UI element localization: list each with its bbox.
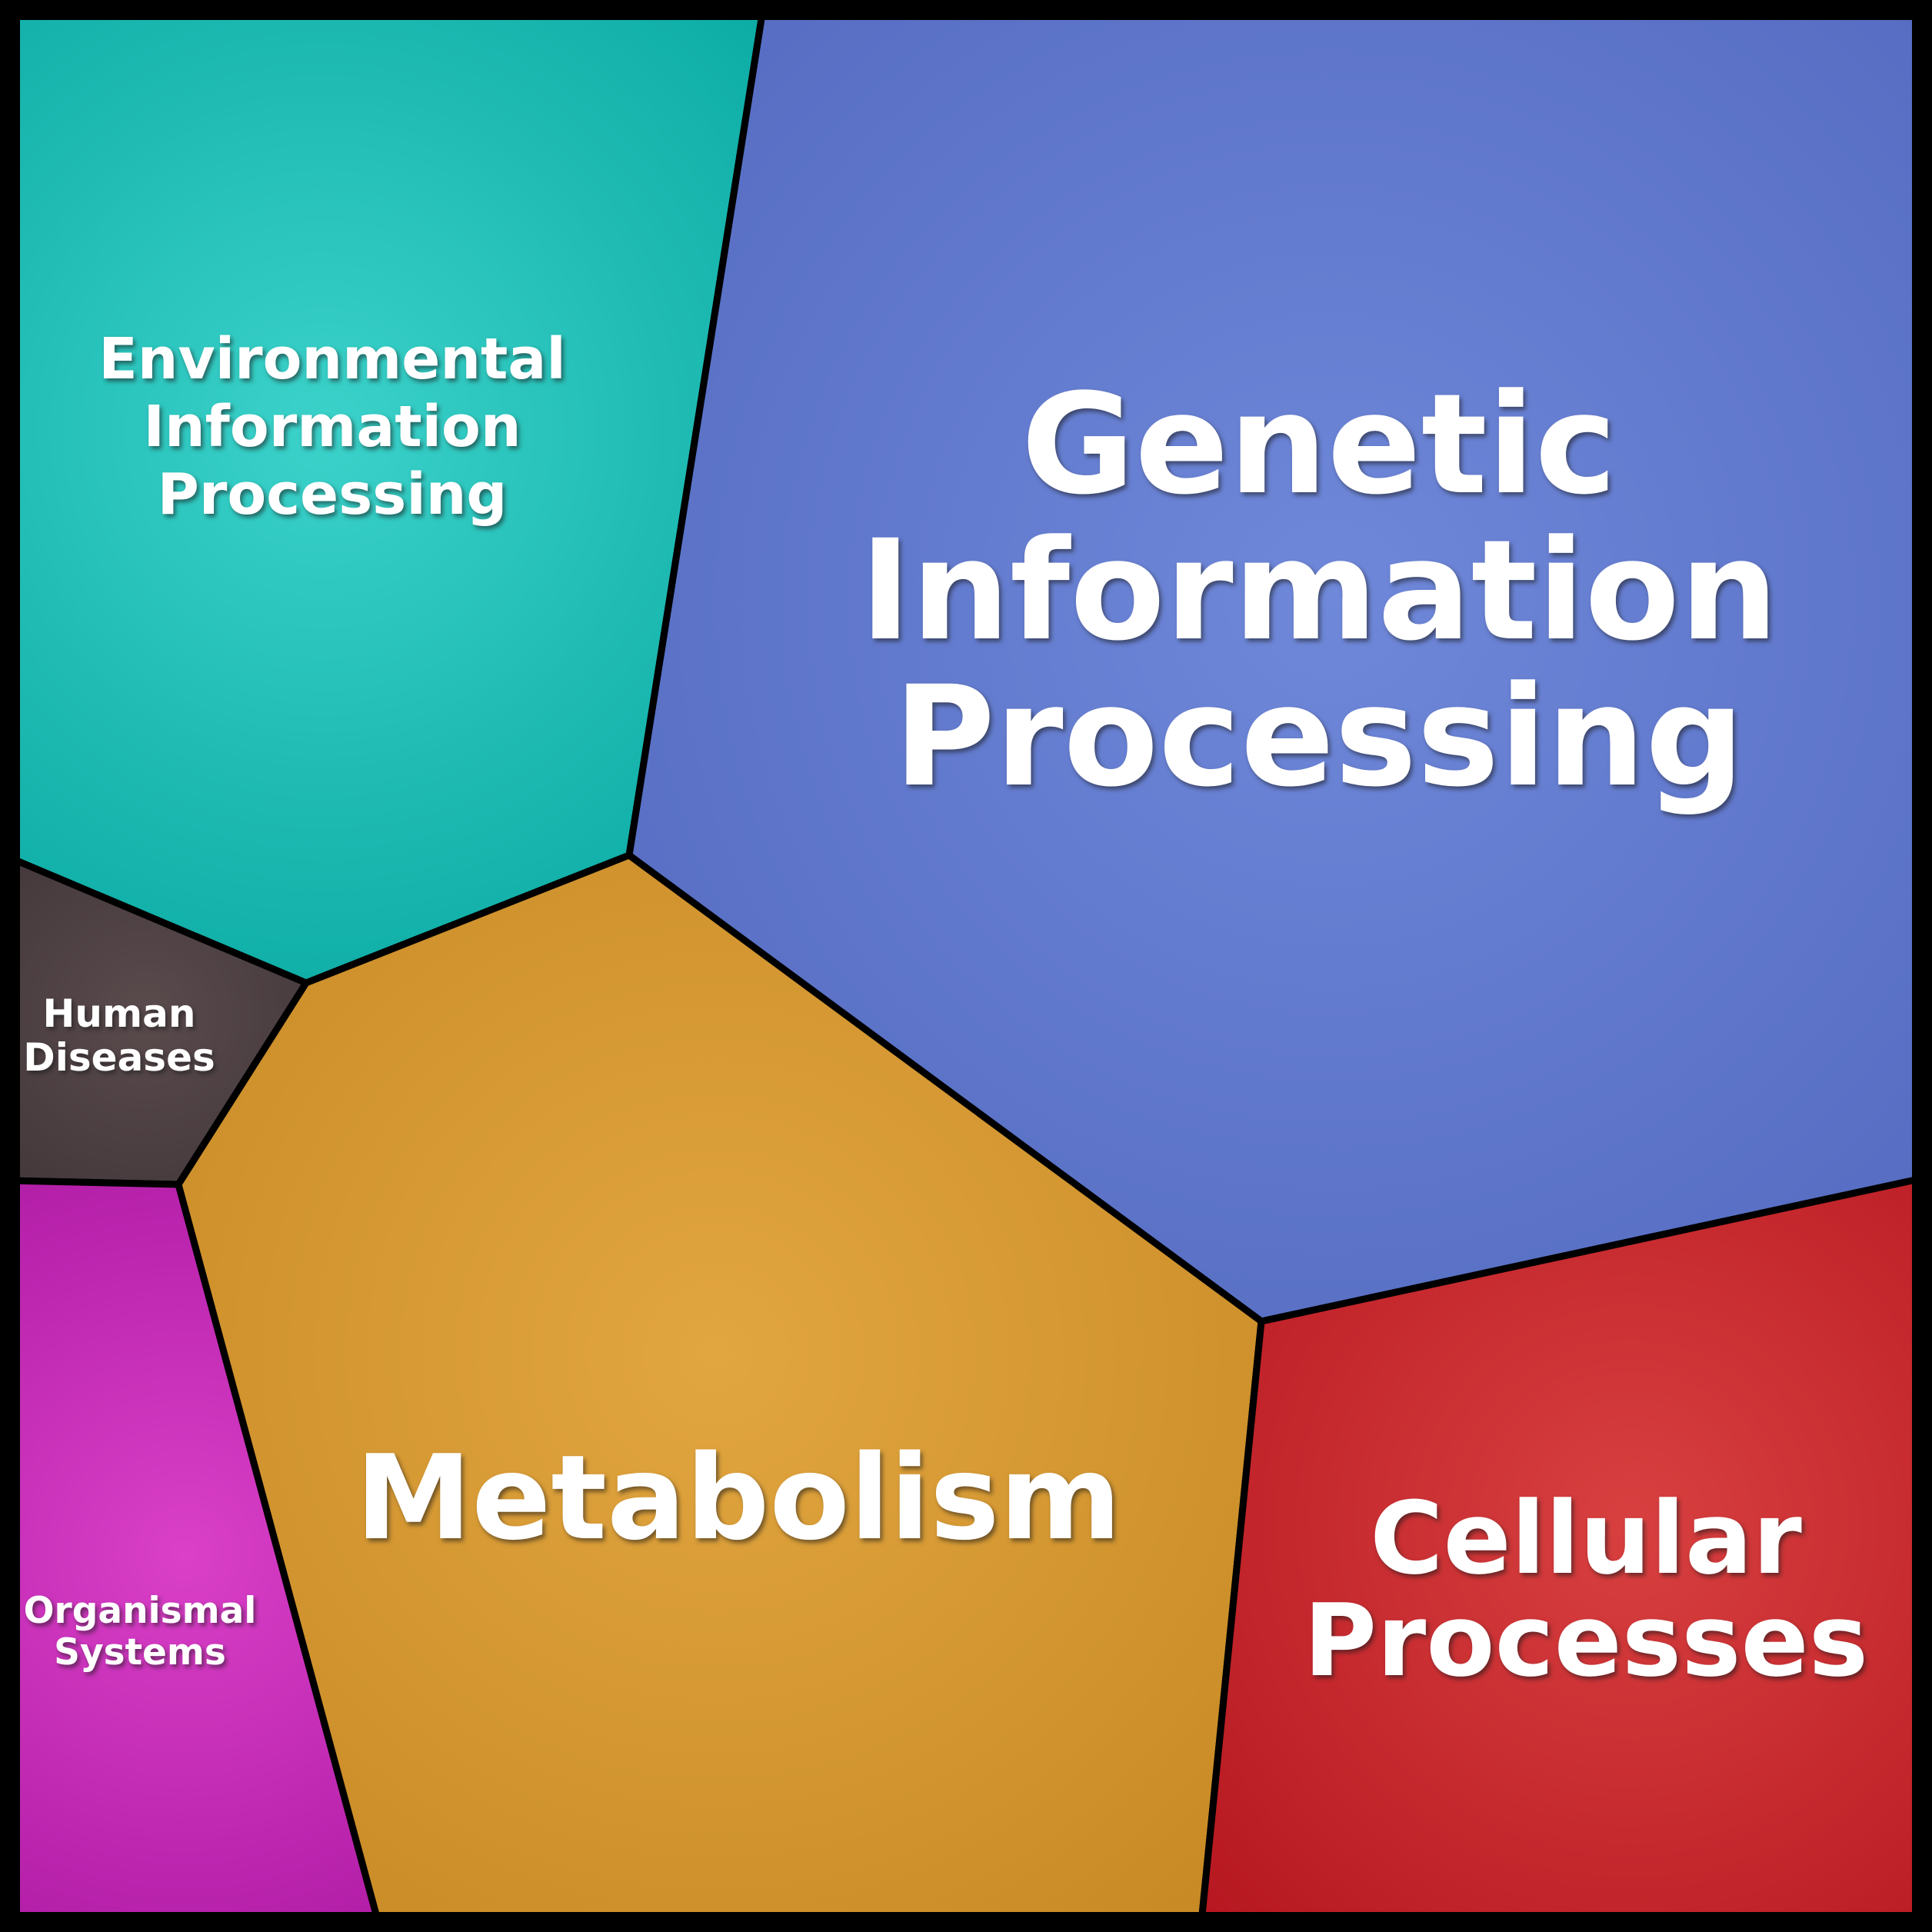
treemap-frame — [0, 0, 1932, 1932]
